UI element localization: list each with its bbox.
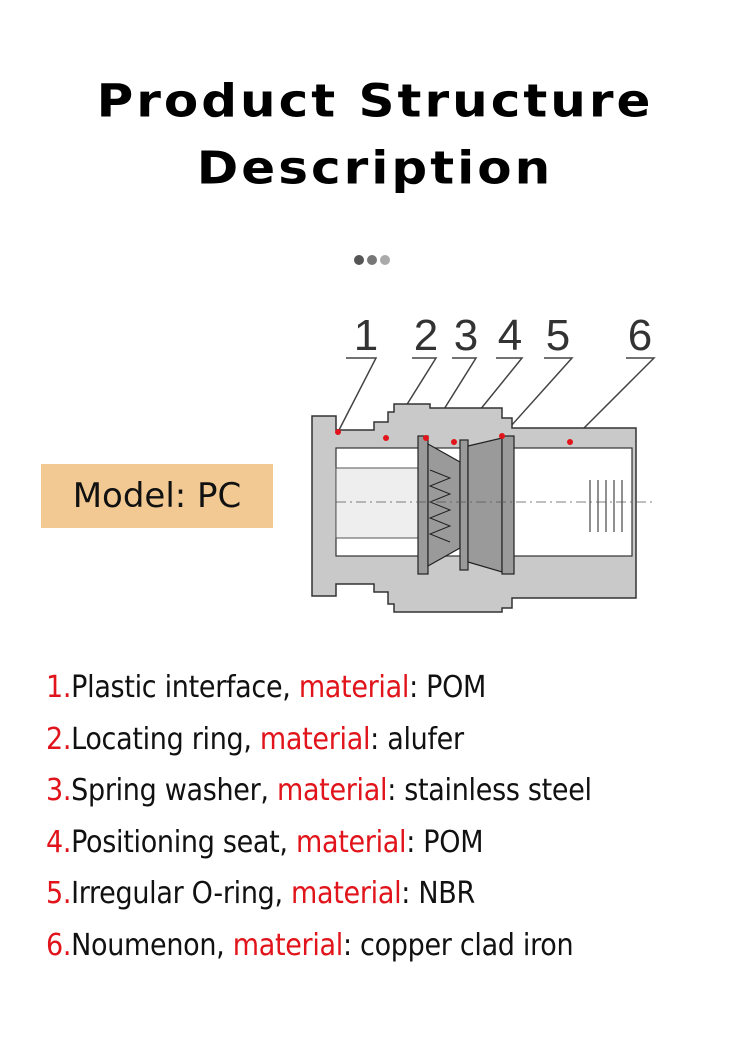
page-title-line-2: Description (196, 141, 554, 195)
dot-icon (380, 255, 390, 265)
decorative-dots (354, 255, 390, 265)
inner-rings (417, 435, 515, 575)
list-item: 1.Plastic interface, material: POM (46, 670, 487, 705)
part-markers (335, 429, 573, 445)
part-number-label: 6 (628, 311, 652, 360)
part-number-label: 4 (498, 311, 522, 360)
part-number-label: 5 (546, 311, 570, 360)
list-item: 2.Locating ring, material: alufer (46, 721, 464, 757)
part-number-label: 1 (354, 311, 378, 360)
dot-icon (354, 255, 364, 265)
list-item: 5.Irregular O-ring, material: NBR (46, 876, 475, 912)
part-number-label: 2 (414, 311, 438, 360)
thread-marks (589, 480, 623, 532)
spring-washer (428, 469, 452, 543)
list-item: 4.Positioning seat, material: POM (46, 824, 484, 860)
part-number-label: 3 (454, 311, 478, 360)
model-badge: Model: PC (41, 464, 273, 528)
dot-icon (367, 255, 377, 265)
pipe-insert (335, 467, 421, 539)
page-title-line-1: Product Structure (96, 74, 654, 128)
fitting-cross-section-diagram: 1 2 3 4 5 6 (311, 311, 656, 613)
list-item: 6.Noumenon, material: copper clad iron (46, 927, 574, 963)
list-item: 3.Spring washer, material: stainless ste… (46, 773, 592, 809)
parts-list: 1.Plastic interface, material: POM 2.Loc… (46, 662, 592, 972)
